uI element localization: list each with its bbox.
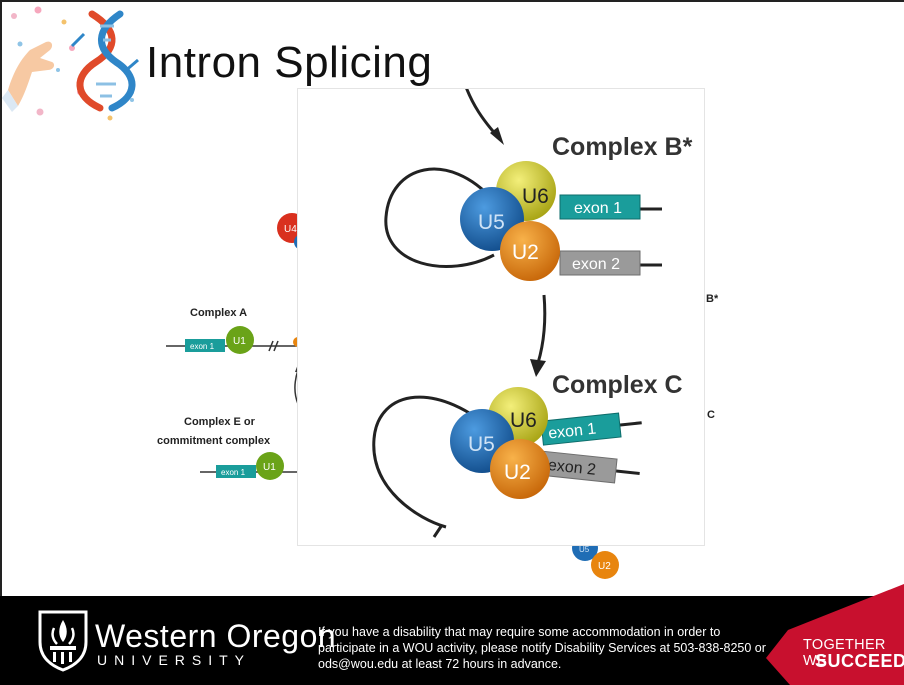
dna-icon [70,10,139,112]
svg-text:U6: U6 [510,409,537,432]
university-subtitle: UNIVERSITY [97,652,252,668]
svg-text:exon 2: exon 2 [547,457,597,479]
complex-c-title: Complex C [552,371,683,399]
svg-text:U1: U1 [233,336,246,347]
svg-text:U1: U1 [263,462,276,473]
c-u2-sphere [490,439,550,499]
svg-text:exon 2: exon 2 [572,256,620,273]
svg-text:U4: U4 [284,224,297,235]
zoom-complex-panel: Complex B* exon 1 exon 2 U6 U5 U2 Comple… [298,89,704,545]
disability-notice: If you have a disability that may requir… [318,625,766,671]
c-exon2-group: exon 2 [536,450,640,484]
red-corner-ribbon [766,584,904,685]
svg-text:U5: U5 [468,433,495,456]
b-star-label: B* [706,293,718,305]
svg-text:U2: U2 [504,461,531,484]
exon1-box-a [185,339,225,352]
university-crest-icon [38,610,88,672]
c-label: C [707,409,715,421]
slide-border-top [0,0,904,2]
arrow-b-to-c [536,294,547,364]
tagline-line-2: SUCCEED [815,651,904,671]
tagline-line-1: TOGETHER WE [803,637,886,669]
hand-icon [2,41,55,112]
svg-text:exon 1: exon 1 [574,200,622,217]
svg-text:exon 1: exon 1 [190,342,215,351]
svg-text:exon 1: exon 1 [221,468,246,477]
commitment-complex-label: commitment complex [157,435,271,447]
footer-bar [0,596,904,685]
b-exon1-box [559,194,641,220]
intron-loop-b [384,167,496,268]
svg-text:exon 1: exon 1 [547,421,597,443]
svg-text:U6: U6 [522,185,549,208]
dna-decoration [2,6,139,121]
svg-text:U5: U5 [478,211,505,234]
intron-loop-c [372,395,500,529]
arrow-into-b [465,89,500,138]
exon1-box-e [216,465,256,478]
c-exon1-group: exon 1 [540,412,642,446]
svg-text:U2: U2 [512,241,539,264]
slide-title: Intron Splicing [146,38,433,87]
complex-a-label: Complex A [190,307,247,319]
svg-text:U5: U5 [579,545,590,554]
b-exon2-box [559,250,641,276]
b-u2-sphere [500,221,560,281]
slide-border-left [0,0,2,685]
u1-snrnp-a [226,326,254,354]
u1-snrnp-e [256,452,284,480]
university-name: Western Oregon [95,618,337,654]
complex-b-title: Complex B* [552,133,693,161]
svg-text:U2: U2 [598,561,611,572]
complex-e-label: Complex E or [184,416,256,428]
